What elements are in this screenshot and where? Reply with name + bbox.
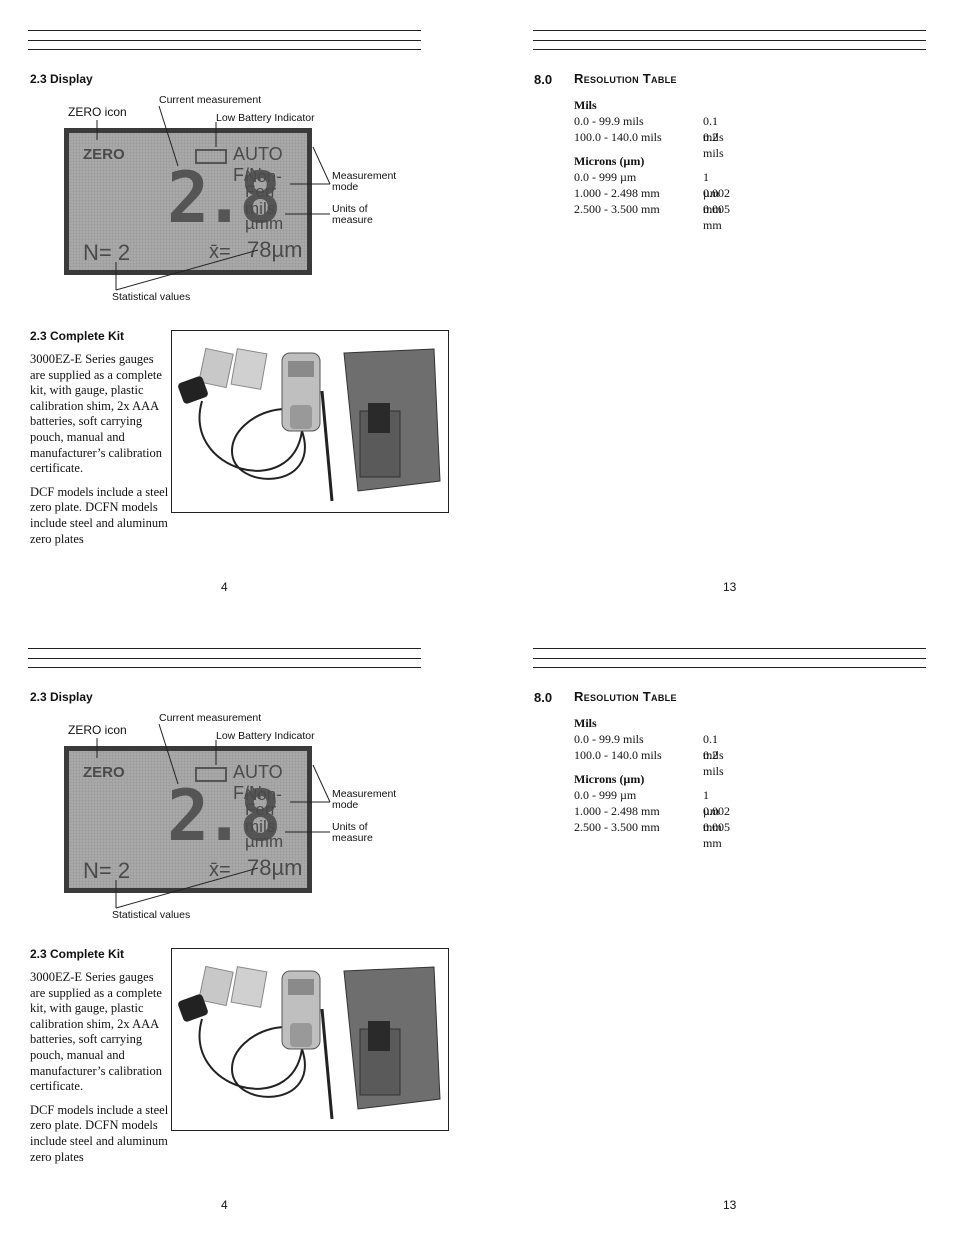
zero-icon-label: ZERO icon xyxy=(68,723,127,737)
page-number-right: 13 xyxy=(723,580,737,594)
page-number-left: 4 xyxy=(221,1198,228,1212)
kit-paragraph-2: DCF models include a steel zero plate. D… xyxy=(30,484,169,546)
page-right: 8.0 Resolution Table Mils 0.0 - 99.9 mil… xyxy=(477,618,954,1235)
battery-icon xyxy=(195,149,227,164)
measurement-mode-label: Measurement mode xyxy=(332,788,397,811)
lcd-mode-1: Non- xyxy=(245,167,282,186)
units-label: Units of measure xyxy=(332,821,373,844)
lcd-reading: 2.8 xyxy=(167,775,281,857)
lcd-mode-2: Ferr xyxy=(245,800,277,819)
display-heading: 2.3 Display xyxy=(30,690,93,704)
mils-heading: Mils xyxy=(574,98,597,112)
lcd-mean: 78µm xyxy=(247,237,303,262)
kit-paragraph-1: 3000EZ-E Series gauges are supplied as a… xyxy=(30,970,163,1094)
statistical-values-label: Statistical values xyxy=(112,909,191,921)
lcd-unit-1: mils xyxy=(245,817,276,836)
kit-photo xyxy=(171,948,449,1131)
kit-description: 3000EZ-E Series gauges are supplied as a… xyxy=(30,352,170,555)
header-rules xyxy=(533,30,926,50)
low-battery-label: Low Battery Indicator xyxy=(216,730,315,742)
lcd-mode-1: Non- xyxy=(245,785,282,804)
zero-icon-label: ZERO icon xyxy=(68,105,127,119)
resolution-section-number: 8.0 xyxy=(534,690,553,705)
header-rules xyxy=(28,648,421,668)
statistical-values-label: Statistical values xyxy=(112,291,191,303)
microns-heading: Microns (µm) xyxy=(574,154,645,168)
current-measurement-label: Current measurement xyxy=(159,94,262,106)
header-rules xyxy=(28,30,421,50)
current-measurement-label: Current measurement xyxy=(159,712,262,724)
lcd-reading: 2.8 xyxy=(167,157,281,239)
lcd-mode-2: Ferr xyxy=(245,182,277,201)
page-left: 2.3 Display ZERO icon Current measuremen… xyxy=(0,0,477,617)
kit-illustration xyxy=(178,965,441,1120)
lcd-unit-2: µmm xyxy=(245,832,284,851)
spread-top: 2.3 Display ZERO icon Current measuremen… xyxy=(0,0,954,617)
display-heading: 2.3 Display xyxy=(30,72,93,86)
kit-description: 3000EZ-E Series gauges are supplied as a… xyxy=(30,970,170,1173)
lcd-mean: 78µm xyxy=(247,855,303,880)
lcd-auto-mode: AUTO F/N xyxy=(233,144,283,185)
mils-heading: Mils xyxy=(574,716,597,730)
low-battery-label: Low Battery Indicator xyxy=(216,112,315,124)
page-number-left: 4 xyxy=(221,580,228,594)
page-right: 8.0 Resolution Table Mils 0.0 - 99.9 mil… xyxy=(477,0,954,617)
battery-icon xyxy=(195,767,227,782)
lcd-display-image: ZERO AUTO F/N 2.8 Non- Ferr mils µmm N= … xyxy=(64,128,312,275)
lcd-zero: ZERO xyxy=(83,146,125,163)
page-number-right: 13 xyxy=(723,1198,737,1212)
kit-heading: 2.3 Complete Kit xyxy=(30,947,125,961)
resolution-section-title: Resolution Table xyxy=(574,689,677,704)
page-left: 2.3 Display ZERO icon Current measuremen… xyxy=(0,618,477,1235)
resolution-section-number: 8.0 xyxy=(534,72,553,87)
lcd-n-value: N= 2 xyxy=(83,858,131,883)
kit-photo xyxy=(171,330,449,513)
microns-heading: Microns (µm) xyxy=(574,772,645,786)
lcd-unit-2: µmm xyxy=(245,214,284,233)
lcd-xbar: x̄= xyxy=(209,859,231,881)
lcd-auto-mode: AUTO F/N xyxy=(233,762,283,803)
lcd-zero: ZERO xyxy=(83,764,125,781)
lcd-n-value: N= 2 xyxy=(83,240,131,265)
lcd-unit-1: mils xyxy=(245,199,276,218)
lcd-display-image: ZERO AUTO F/N 2.8 Non- Ferr mils µmm N= … xyxy=(64,746,312,893)
header-rules xyxy=(533,648,926,668)
measurement-mode-label: Measurement mode xyxy=(332,170,397,193)
kit-illustration xyxy=(178,347,441,502)
kit-heading: 2.3 Complete Kit xyxy=(30,329,125,343)
resolution-section-title: Resolution Table xyxy=(574,71,677,86)
lcd-xbar: x̄= xyxy=(209,241,231,263)
units-label: Units of measure xyxy=(332,203,373,226)
kit-paragraph-1: 3000EZ-E Series gauges are supplied as a… xyxy=(30,352,163,476)
spread-bottom: 2.3 Display ZERO icon Current measuremen… xyxy=(0,618,954,1235)
kit-paragraph-2: DCF models include a steel zero plate. D… xyxy=(30,1102,169,1164)
